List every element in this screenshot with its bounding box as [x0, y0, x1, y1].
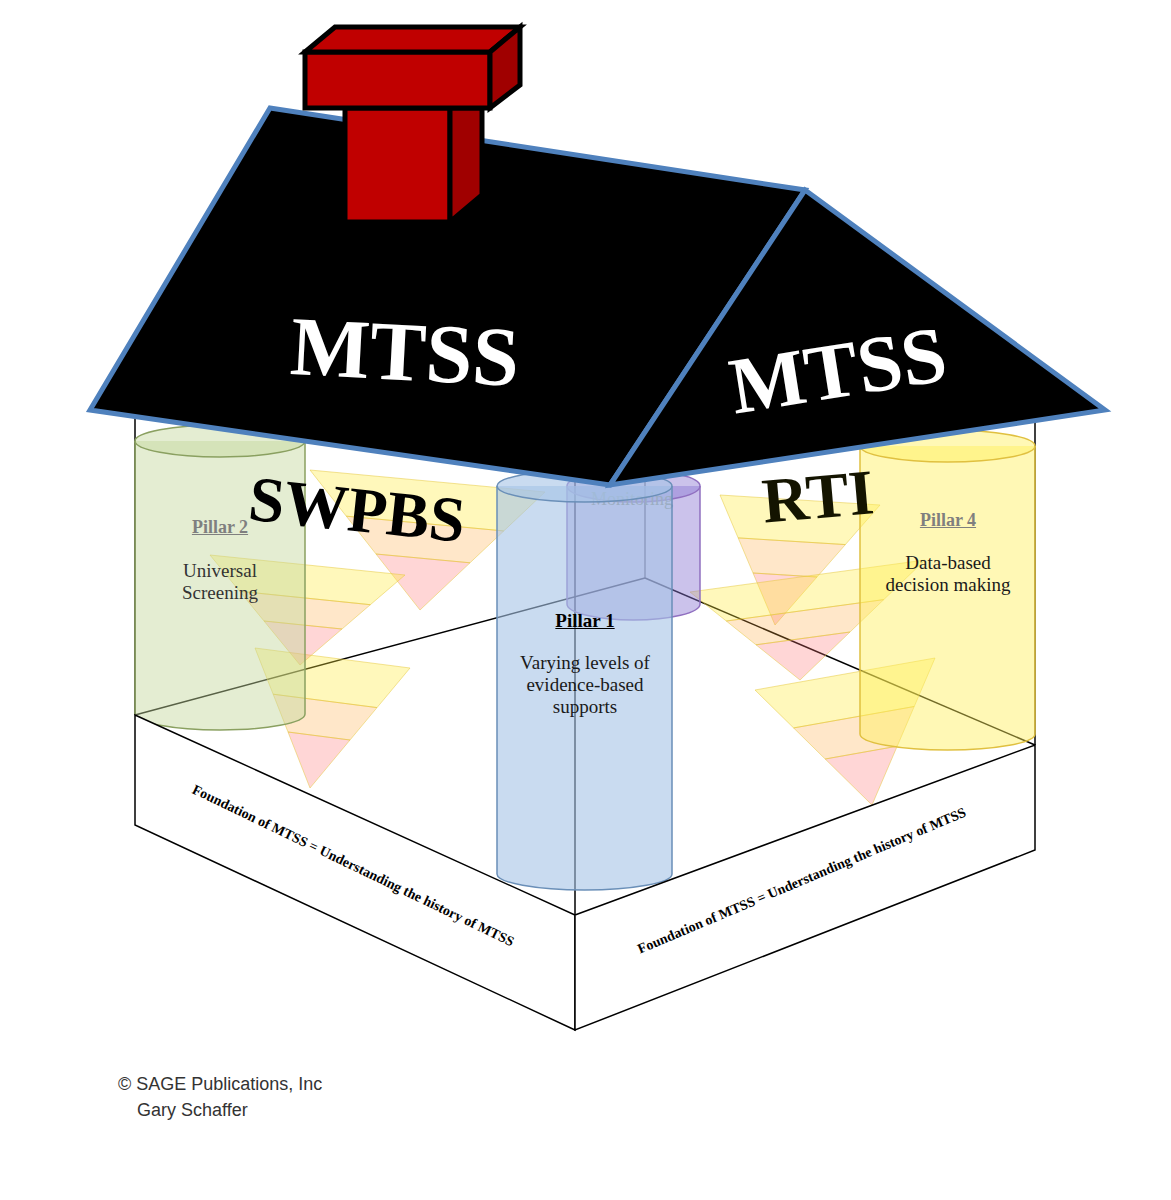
roof-panel: MTSS [605, 185, 1110, 490]
cylinder-top [497, 470, 672, 502]
copyright-note: © SAGE Publications, Inc [118, 1074, 322, 1095]
foundation-face-shape [135, 715, 575, 1030]
chimney [490, 27, 520, 108]
pillar-description: Varying levels of evidence-based support… [511, 652, 659, 718]
pillar-description: Universal Screening [163, 560, 278, 604]
foundation-face: Foundation of MTSS = Understanding the h… [575, 745, 1035, 1030]
pillar-heading: Pillar 4 [873, 510, 1023, 531]
foundation-face: Foundation of MTSS = Understanding the h… [135, 715, 575, 1030]
foundation-face-shape [575, 745, 1035, 1030]
pillar-description-holder: Universal Screening [163, 560, 278, 604]
cylinder-body [860, 446, 1035, 750]
cylinder-top [135, 425, 305, 457]
roof-title-holder: MTSS [243, 295, 568, 408]
roof-title: MTSS [243, 295, 568, 408]
pillar-cylinder: Pillar 4 Data-based decision making [860, 430, 1035, 750]
tier-band [756, 632, 850, 680]
cylinder-body [497, 486, 672, 890]
pillar-cylinder: Pillar 1 Varying levels of evidence-based… [497, 470, 672, 890]
copyright-note-holder: © SAGE Publications, Inc [118, 1074, 322, 1095]
tier-band [288, 732, 350, 788]
chimney [305, 52, 490, 108]
pillar-description-holder: Varying levels of evidence-based support… [511, 652, 659, 718]
pillar-description-holder: Data-based decision making [876, 552, 1021, 596]
pillar-heading-holder: Pillar 1 [510, 610, 660, 632]
chimney [305, 27, 520, 52]
wall-label-holder: RTI [735, 453, 901, 540]
chimney [450, 108, 482, 222]
foundation-text-holder: Foundation of MTSS = Understanding the h… [160, 768, 545, 965]
pillar-heading-holder: Pillar 4 [873, 510, 1023, 531]
cylinder-top [860, 430, 1035, 462]
foundation-text: Foundation of MTSS = Understanding the h… [160, 768, 545, 965]
tier-band [825, 746, 897, 805]
author-note-holder: Gary Schaffer [137, 1100, 248, 1121]
pillar-description: Data-based decision making [876, 552, 1021, 596]
pillar-heading: Pillar 1 [510, 610, 660, 632]
roof-panel-shape [610, 190, 1105, 485]
chimney [345, 108, 450, 222]
tier-band [738, 538, 845, 577]
author-note: Gary Schaffer [137, 1100, 248, 1121]
wall-label: RTI [735, 453, 901, 540]
